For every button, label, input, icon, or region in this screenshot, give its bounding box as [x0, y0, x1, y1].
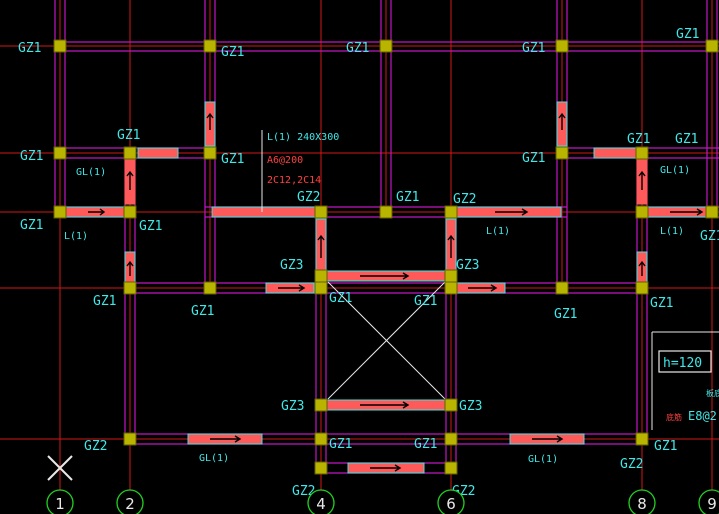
col-label: GZ2 — [453, 192, 476, 207]
stair-opening-cross — [327, 281, 446, 400]
col-label: GZ2 — [620, 457, 643, 472]
beam-label: GL(1) — [199, 453, 229, 464]
annotation-stirrup: A6@200 — [267, 155, 303, 166]
col-label: GZ1 — [329, 291, 352, 306]
col-label: GZ1 — [20, 218, 43, 233]
col-label: GZ2 — [297, 190, 320, 205]
slab-region: h=120 板底 底筋 E8@2 — [651, 331, 719, 430]
col-label: GZ2 — [84, 439, 107, 454]
slab-note: 底筋 — [666, 412, 682, 422]
svg-text:6: 6 — [446, 495, 456, 513]
col-label: GZ1 — [20, 149, 43, 164]
beam-annotation: L(1) 240X300 A6@200 2C12,2C14 — [261, 130, 339, 212]
col-label: GZ3 — [459, 399, 482, 414]
beam-gl1-top-right — [593, 147, 637, 159]
col-label: GZ1 — [676, 27, 699, 42]
col-label: GZ1 — [522, 151, 545, 166]
annotation-rebar: 2C12,2C14 — [267, 175, 321, 186]
col-label: GZ1 — [414, 437, 437, 452]
svg-text:4: 4 — [316, 495, 326, 513]
beam-v-130-b — [124, 251, 136, 285]
beam-label: GL(1) — [660, 165, 690, 176]
col-label: GZ1 — [414, 294, 437, 309]
beam-label: L(1) — [660, 226, 684, 237]
slab-rebar: E8@2 — [688, 409, 717, 423]
beam-gl1-bottom-right — [509, 433, 585, 445]
axis-bubble-4: 4 — [307, 489, 335, 514]
slab-note: 板底 — [706, 388, 719, 398]
axis-bubbles: 1 2 4 6 8 9 — [46, 489, 719, 514]
slab-thickness-label: h=120 — [663, 356, 702, 371]
col-label: GZ3 — [280, 258, 303, 273]
svg-text:9: 9 — [707, 495, 717, 513]
axis-bubble-6: 6 — [437, 489, 465, 514]
beam-bottom-mid — [347, 462, 425, 474]
col-label: GZ1 — [139, 219, 162, 234]
col-label: GZ1 — [191, 304, 214, 319]
col-label: GZ1 — [329, 437, 352, 452]
col-label: GZ1 — [396, 190, 419, 205]
col-label: GZ1 — [221, 152, 244, 167]
beam-v-210 — [204, 101, 216, 147]
col-label: GZ1 — [117, 128, 140, 143]
col-label: GZ1 — [700, 229, 719, 244]
axis-lines — [0, 0, 719, 490]
axis-bubble-1: 1 — [46, 489, 74, 514]
axis-bubble-2: 2 — [116, 489, 144, 514]
columns — [53, 39, 719, 475]
beam-l1-left — [65, 206, 125, 218]
beam-label: GL(1) — [76, 167, 106, 178]
beam-row288-b — [456, 282, 506, 294]
beam-v-642-b — [636, 251, 648, 285]
beam-label: L(1) — [64, 231, 88, 242]
svg-text:2: 2 — [125, 495, 135, 513]
axis-bubble-9: 9 — [698, 489, 719, 514]
beams — [65, 101, 715, 474]
beam-v-130-a — [124, 159, 136, 205]
axis-bubble-8: 8 — [628, 489, 656, 514]
ucs-icon — [47, 455, 73, 481]
beam-v-451 — [445, 218, 457, 274]
beam-gz3-lower — [326, 399, 446, 411]
beam-v-642-a — [636, 159, 648, 205]
col-label: GZ1 — [654, 439, 677, 454]
beam-l1-far-right — [643, 206, 715, 218]
beam-label: GL(1) — [528, 454, 558, 465]
col-label: GZ1 — [627, 132, 650, 147]
col-label: GZ1 — [650, 296, 673, 311]
col-label: GZ1 — [93, 294, 116, 309]
slab-thickness-box — [658, 350, 712, 373]
svg-text:1: 1 — [55, 495, 65, 513]
col-label: GZ1 — [18, 41, 41, 56]
col-label: GZ1 — [346, 41, 369, 56]
beam-gl1-top-left — [137, 147, 179, 159]
col-label: GZ3 — [456, 258, 479, 273]
svg-text:8: 8 — [637, 495, 647, 513]
beam-v-321 — [315, 218, 327, 274]
col-label: GZ1 — [554, 307, 577, 322]
beam-row288-a — [265, 282, 315, 294]
annotation-section: L(1) 240X300 — [267, 132, 339, 143]
col-label: GZ3 — [281, 399, 304, 414]
col-label: GZ2 — [292, 484, 315, 499]
beam-v-562 — [556, 101, 568, 147]
col-label: GZ1 — [675, 132, 698, 147]
col-label: GZ1 — [221, 45, 244, 60]
beam-l1-main — [211, 206, 317, 218]
beam-label: L(1) — [486, 226, 510, 237]
beam-gl1-bottom-left — [187, 433, 263, 445]
beam-gz3-upper — [326, 270, 446, 282]
beam-l1-right — [456, 206, 562, 218]
col-label: GZ1 — [522, 41, 545, 56]
